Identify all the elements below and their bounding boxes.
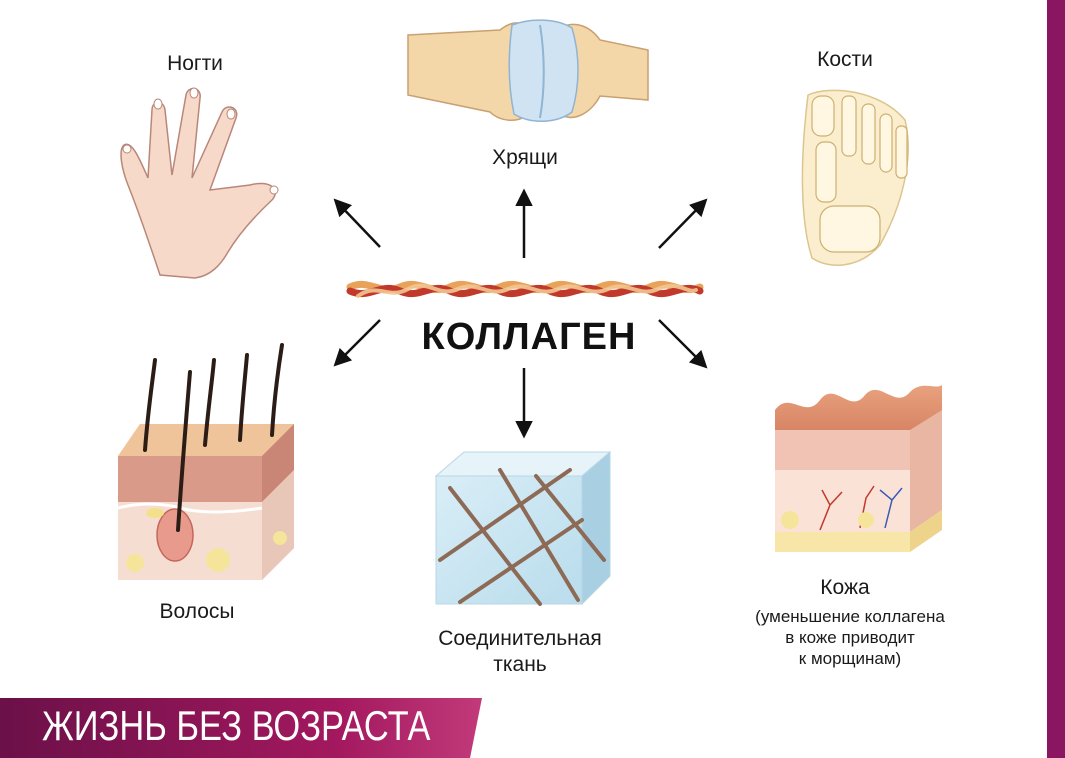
label-hair: Волосы: [137, 600, 257, 624]
skin-layers-illustration: [775, 385, 942, 552]
label-connective-line2: ткань: [410, 652, 630, 678]
arrow-to-skin: [659, 320, 705, 366]
foot-bones-illustration: [802, 90, 908, 265]
skin-note-line2: в коже приводит: [735, 627, 965, 648]
skin-note-line1: (уменьшение коллагена: [735, 606, 965, 627]
collagen-title: КОЛЛАГЕН: [400, 316, 658, 359]
label-connective-tissue: Соединительная ткань: [410, 626, 630, 678]
banner-title: ЖИЗНЬ БЕЗ ВОЗРАСТА: [42, 702, 430, 750]
label-nails: Ногти: [150, 52, 240, 76]
knee-joint-illustration: [408, 20, 648, 121]
label-connective-line1: Соединительная: [410, 626, 630, 652]
skin-note-line3: к морщинам): [735, 648, 965, 669]
label-skin-note: (уменьшение коллагена в коже приводит к …: [735, 606, 965, 669]
label-skin: Кожа: [790, 576, 900, 600]
label-cartilage: Хрящи: [460, 146, 590, 170]
collagen-fiber-illustration: [350, 284, 700, 296]
hair-skin-illustration: [118, 345, 294, 580]
label-bones: Кости: [800, 48, 890, 72]
arrow-to-bones: [659, 201, 705, 248]
arrow-to-nails: [336, 201, 380, 247]
connective-tissue-cube: [436, 452, 610, 604]
arrow-to-hair: [336, 320, 380, 364]
hand-illustration: [121, 88, 278, 278]
